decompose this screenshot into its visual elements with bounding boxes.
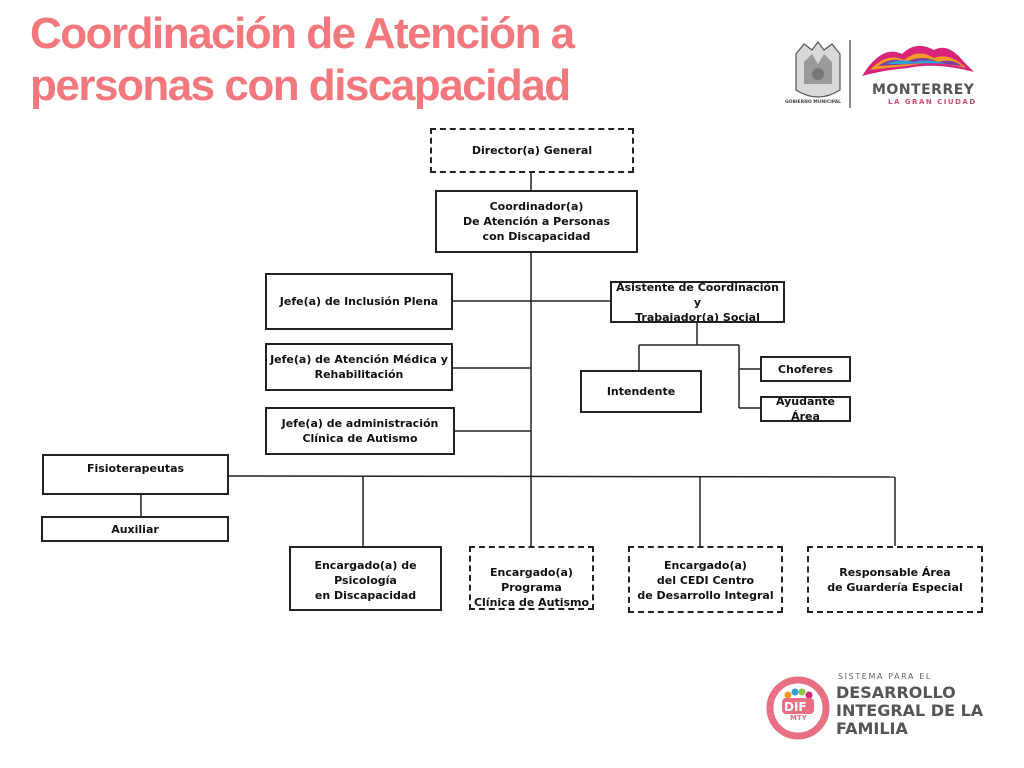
monterrey-wordmark: MONTERREY xyxy=(872,82,975,98)
org-box-fisioterapeutas: Fisioterapeutas xyxy=(42,454,229,495)
org-box-guarderia: Responsable Área de Guardería Especial xyxy=(807,546,983,613)
dif-subtitle: SISTEMA PARA EL xyxy=(838,672,932,681)
monterrey-mountain-icon xyxy=(862,45,974,76)
org-box-programa-autismo: Encargado(a) Programa Clínica de Autismo xyxy=(469,546,594,610)
org-box-autism-admin-chief: Jefe(a) de administración Clínica de Aut… xyxy=(265,407,455,455)
dif-badge: DIF xyxy=(784,700,807,714)
org-box-director: Director(a) General xyxy=(430,128,634,173)
monterrey-tagline: LA GRAN CIUDAD xyxy=(888,98,977,106)
org-box-choferes: Choferes xyxy=(760,356,851,382)
municipal-seal-caption: GOBIERNO MUNICIPAL xyxy=(784,100,842,105)
org-box-auxiliar: Auxiliar xyxy=(41,516,229,542)
dif-badge-sub: MTY xyxy=(790,714,807,722)
org-box-coordinator: Coordinador(a) De Atención a Personas co… xyxy=(435,190,638,253)
org-box-ayudante: Ayudante Área xyxy=(760,395,851,423)
org-box-cedi: Encargado(a) del CEDI Centro de Desarrol… xyxy=(628,546,783,613)
org-box-inclusion-chief: Jefe(a) de Inclusión Plena xyxy=(265,273,453,330)
municipal-seal-icon xyxy=(795,41,841,98)
org-box-psicologia: Encargado(a) de Psicología en Discapacid… xyxy=(289,546,442,611)
page-title: Coordinación de Atención a personas con … xyxy=(30,9,575,110)
org-box-intendente: Intendente xyxy=(580,370,702,413)
dif-family-icon xyxy=(766,676,830,740)
org-box-assistant: Asistente de Coordinación y Trabajador(a… xyxy=(610,281,785,324)
monterrey-logos xyxy=(795,40,974,108)
org-box-medical-chief: Jefe(a) de Atención Médica y Rehabilitac… xyxy=(265,343,453,391)
dif-wordmark: DESARROLLO INTEGRAL DE LA FAMILIA xyxy=(836,683,984,738)
